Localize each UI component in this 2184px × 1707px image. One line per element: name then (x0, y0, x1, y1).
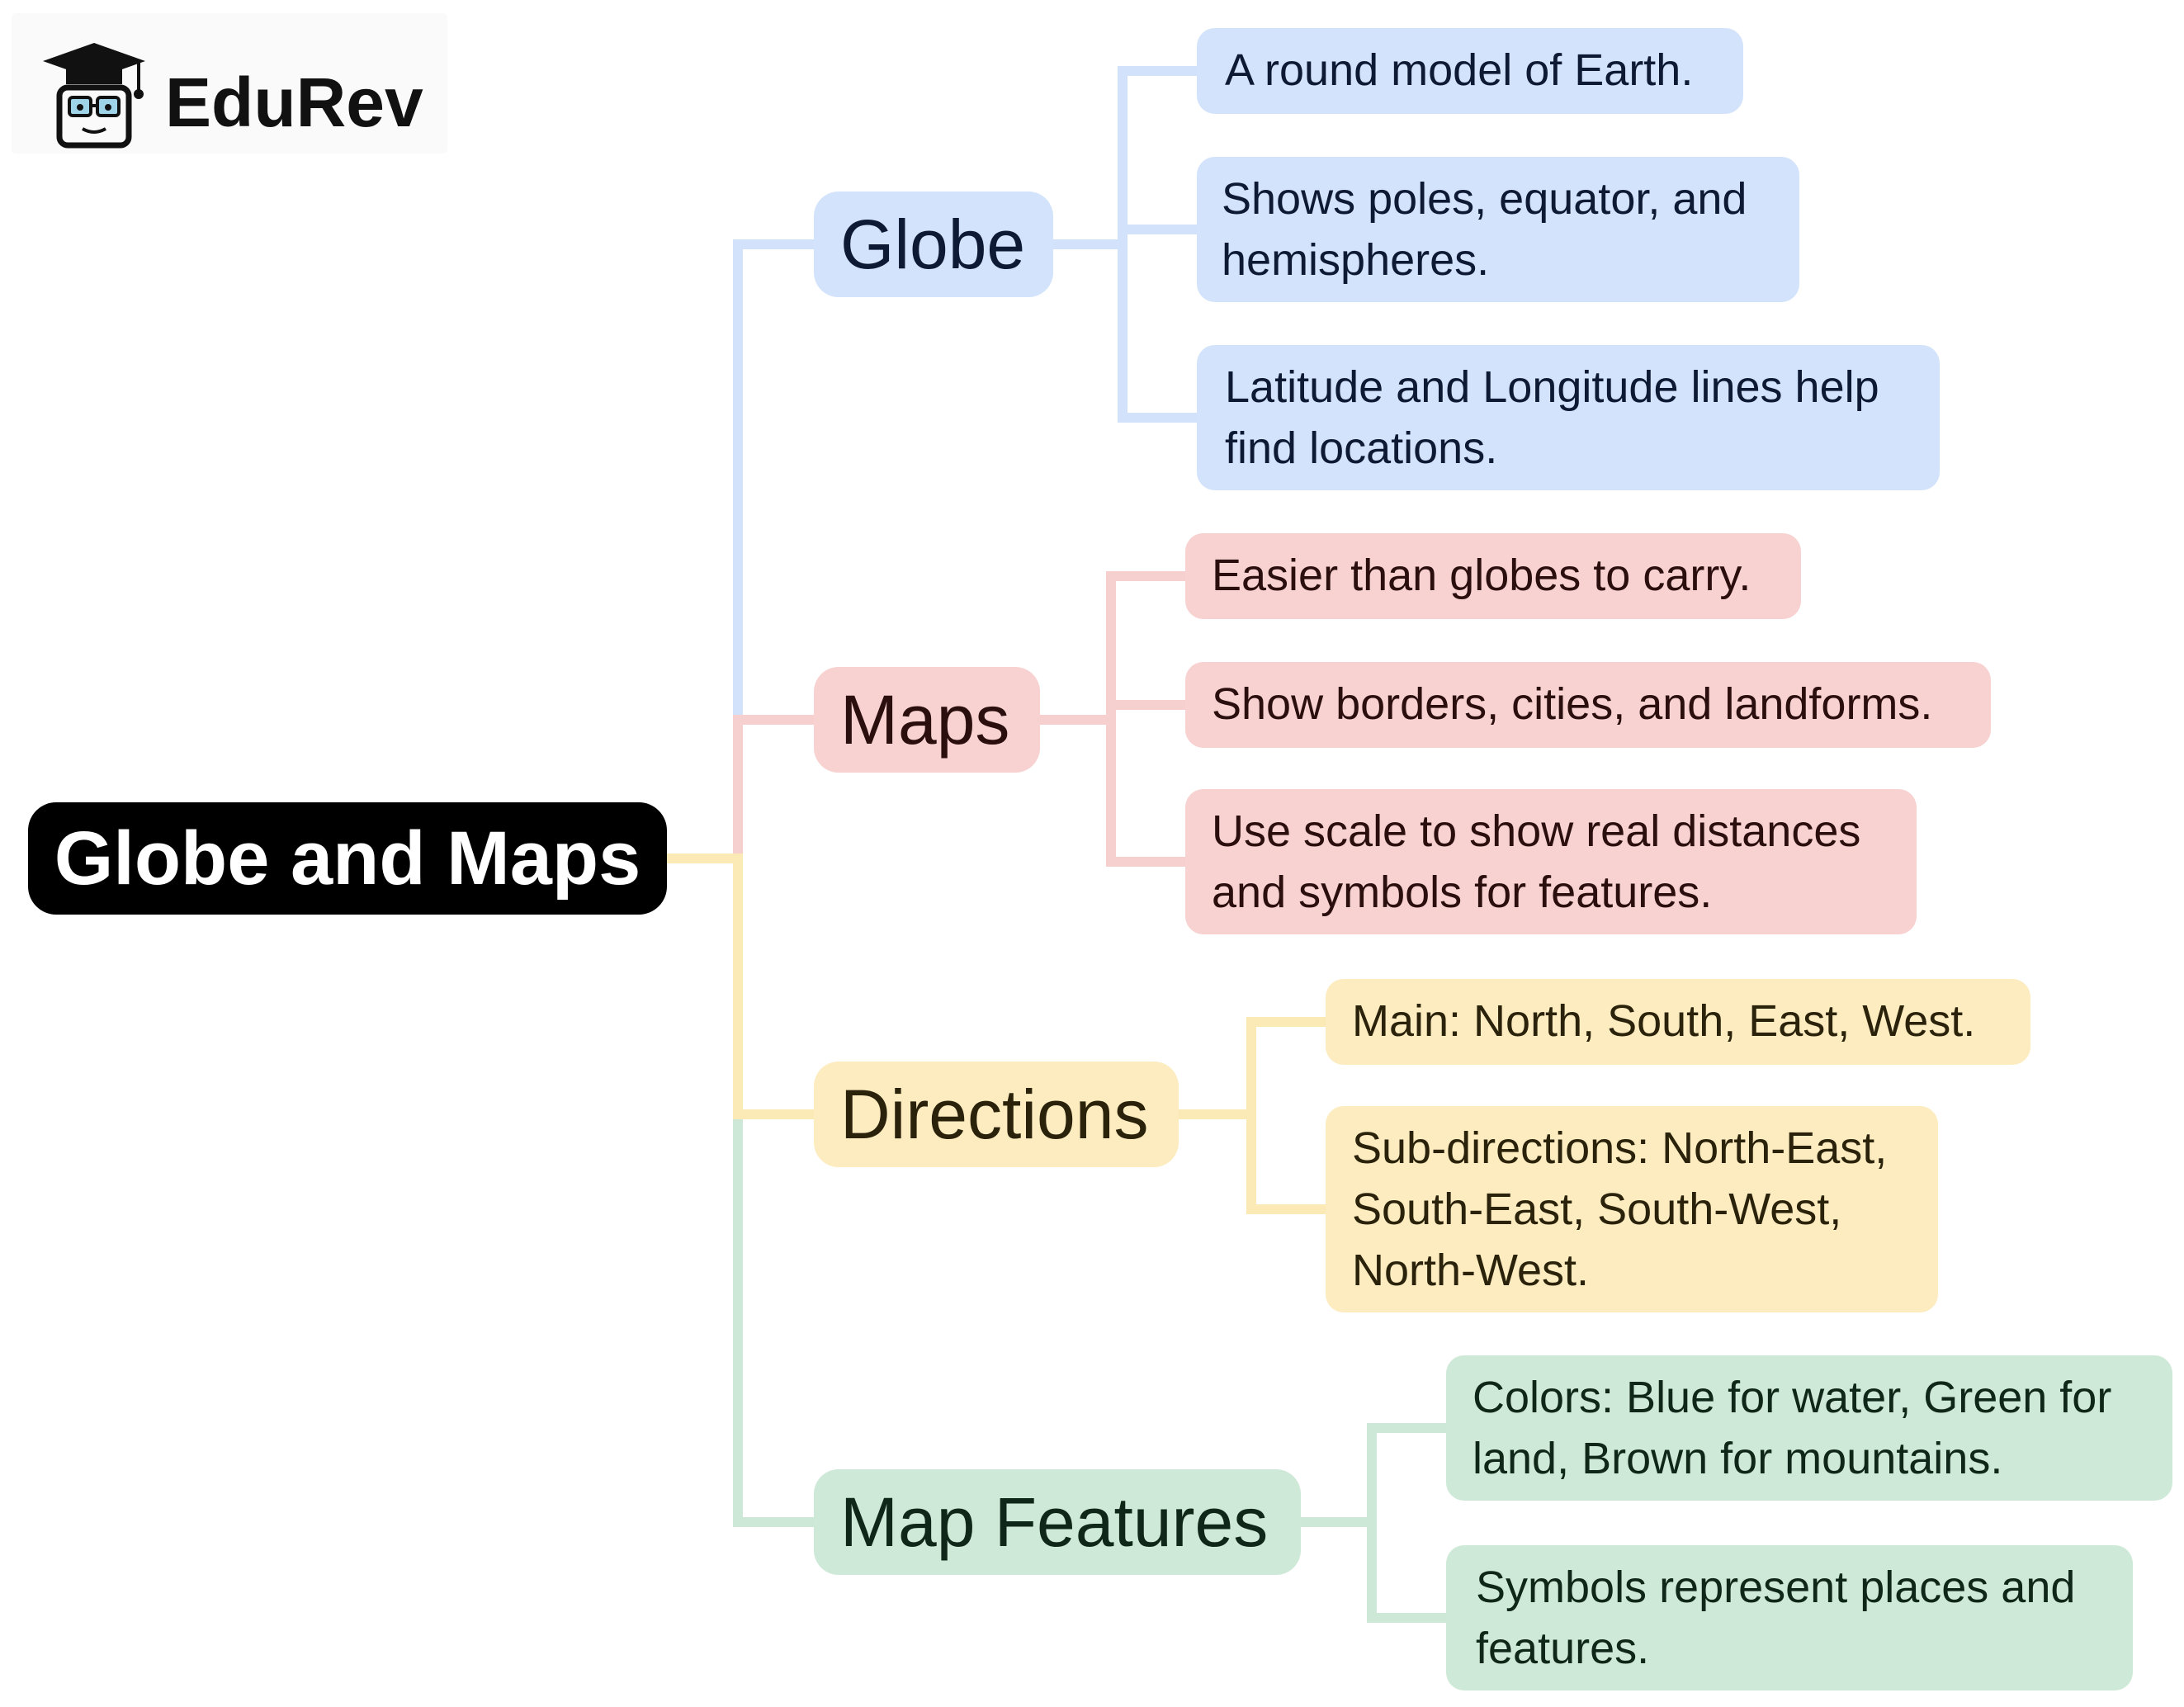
branch-directions: Directions (814, 1062, 1179, 1167)
leaf-maps-borders: Show borders, cities, and landforms. (1185, 662, 1991, 748)
branch-maps: Maps (814, 667, 1040, 773)
leaf-directions-main: Main: North, South, East, West. (1326, 979, 2030, 1065)
leaf-globe-latitude-longitude: Latitude and Longitude lines help find l… (1197, 345, 1940, 490)
leaf-maps-scale: Use scale to show real distances and sym… (1185, 789, 1917, 934)
leaf-maps-easier: Easier than globes to carry. (1185, 533, 1801, 619)
leaf-globe-poles-equator: Shows poles, equator, and hemispheres. (1197, 157, 1799, 302)
branch-globe: Globe (814, 192, 1053, 297)
edurev-logo: EduRev (12, 13, 447, 154)
leaf-directions-sub: Sub-directions: North-East, South-East, … (1326, 1106, 1938, 1312)
branch-map-features: Map Features (814, 1469, 1301, 1575)
logo-text: EduRev (165, 64, 423, 141)
leaf-map-features-symbols: Symbols represent places and features. (1446, 1545, 2133, 1690)
graduation-cap-icon (43, 43, 145, 149)
root-node: Globe and Maps (28, 802, 667, 915)
leaf-globe-round-model: A round model of Earth. (1197, 28, 1743, 114)
leaf-map-features-colors: Colors: Blue for water, Green for land, … (1446, 1355, 2172, 1501)
